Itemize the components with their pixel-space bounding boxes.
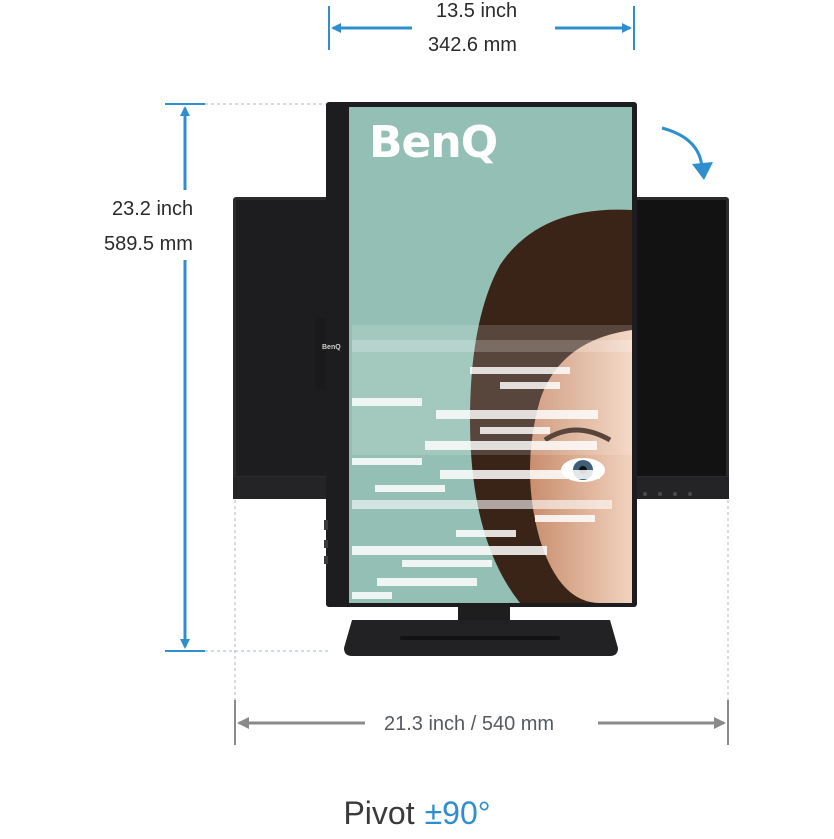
pivot-angle: ±90°: [424, 795, 491, 831]
monitor-stand: [344, 606, 618, 656]
pivot-caption: Pivot±90°: [0, 795, 834, 832]
top-width-arrow: [328, 6, 635, 50]
pivot-label: Pivot: [343, 795, 415, 831]
height-mm-label: 589.5 mm: [104, 233, 193, 255]
top-width-mm-label: 342.6 mm: [428, 34, 517, 56]
bottom-width-label: 21.3 inch / 540 mm: [384, 713, 555, 735]
bottom-width-arrow: [234, 500, 729, 745]
height-inch-label: 23.2 inch: [112, 198, 194, 220]
screen-brand-logo: BenQ: [369, 117, 498, 168]
side-brand-logo: BenQ: [322, 344, 341, 351]
rotation-arrow-icon: [661, 126, 713, 180]
height-arrow: [165, 103, 330, 652]
landscape-monitor-ghost: [233, 197, 729, 499]
portrait-monitor: [324, 102, 637, 607]
top-width-inch-label: 13.5 inch: [436, 0, 518, 22]
